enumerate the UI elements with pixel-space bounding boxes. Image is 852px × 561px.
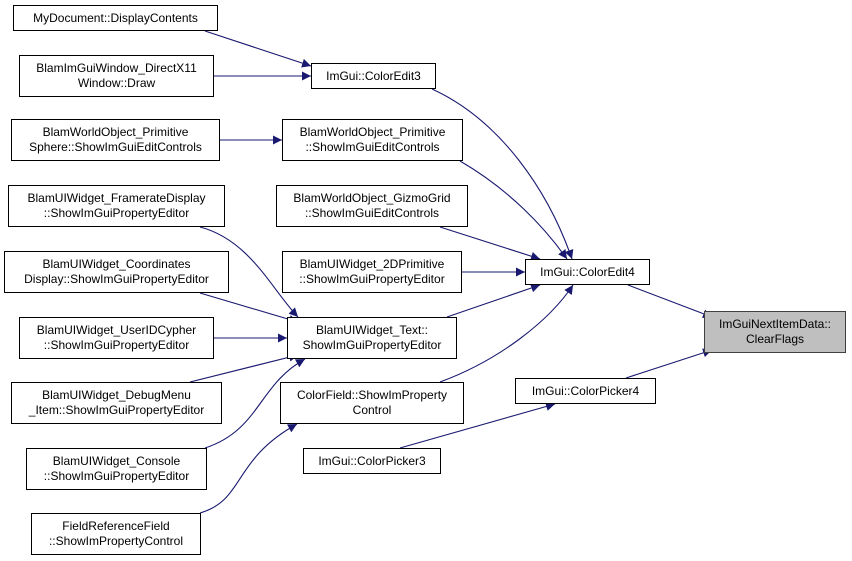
node-primitive-editcontrols[interactable]: BlamWorldObject_Primitive ::ShowImGuiEdi… xyxy=(282,119,463,161)
edge-widgettext-to-coloredit4 xyxy=(446,283,541,318)
node-widget-text[interactable]: BlamUIWidget_Text:: ShowImGuiPropertyEdi… xyxy=(287,317,457,359)
node-widget-console[interactable]: BlamUIWidget_Console ::ShowImGuiProperty… xyxy=(26,448,207,490)
node-mydocument-displaycontents[interactable]: MyDocument::DisplayContents xyxy=(13,5,218,31)
node-label-line: _Item::ShowImGuiPropertyEditor xyxy=(28,403,205,417)
node-label-line: BlamImGuiWindow_DirectX11 xyxy=(36,61,197,75)
node-label-line: BlamWorldObject_Primitive xyxy=(299,125,446,139)
node-label-line: BlamUIWidget_DebugMenu xyxy=(42,388,191,402)
node-gizmogrid-editcontrols[interactable]: BlamWorldObject_GizmoGrid ::ShowImGuiEdi… xyxy=(276,185,468,227)
edge-console-to-widgettext xyxy=(204,358,306,449)
node-colorfield-showimpropertycontrol[interactable]: ColorField::ShowImProperty Control xyxy=(280,382,464,424)
node-imgui-coloredit3[interactable]: ImGui::ColorEdit3 xyxy=(311,63,436,89)
node-label-line: ShowImGuiPropertyEditor xyxy=(302,338,442,352)
node-label-line: Window::Draw xyxy=(77,76,156,90)
node-label-line: ImGuiNextItemData:: xyxy=(718,317,832,331)
node-widget-frameratedisplay[interactable]: BlamUIWidget_FramerateDisplay ::ShowImGu… xyxy=(8,185,225,227)
node-label-line: ImGui::ColorPicker4 xyxy=(531,383,640,398)
node-label-line: BlamUIWidget_Text:: xyxy=(315,323,429,337)
node-widget-2dprimitive[interactable]: BlamUIWidget_2DPrimitive ::ShowImGuiProp… xyxy=(282,251,462,293)
node-imgui-colorpicker4[interactable]: ImGui::ColorPicker4 xyxy=(515,378,656,404)
node-label-line: BlamUIWidget_FramerateDisplay xyxy=(27,191,206,205)
node-fieldreferencefield[interactable]: FieldReferenceField ::ShowImPropertyCont… xyxy=(31,513,201,555)
edge-gizmogrid-to-coloredit4 xyxy=(439,226,541,261)
edge-debugmenuitem-to-widgettext xyxy=(189,352,299,383)
node-label-line: Display::ShowImGuiPropertyEditor xyxy=(24,272,209,286)
node-label-line: ColorField::ShowImProperty xyxy=(296,388,448,402)
node-label-line: BlamUIWidget_Console xyxy=(52,454,181,468)
node-label-line: ::ShowImGuiEditControls xyxy=(305,140,440,154)
node-label-line: ::ShowImGuiPropertyEditor xyxy=(43,206,190,220)
node-label-line: ::ShowImGuiPropertyEditor xyxy=(43,469,190,483)
edge-coordinatesdisplay-to-widgettext xyxy=(199,292,299,324)
edge-colorfield-to-coloredit4 xyxy=(439,284,574,383)
node-label-line: ImGui::ColorPicker3 xyxy=(318,453,426,468)
node-label-line: FieldReferenceField xyxy=(62,519,170,533)
node-label-line: BlamWorldObject_GizmoGrid xyxy=(293,191,451,205)
edge-colorpicker4-to-clearflags xyxy=(625,348,713,379)
node-primitive-sphere-editcontrols[interactable]: BlamWorldObject_Primitive Sphere::ShowIm… xyxy=(11,119,220,161)
node-label-line: ::ShowImPropertyControl xyxy=(48,534,184,548)
edge-frameratedisplay-to-widgettext xyxy=(199,226,299,318)
node-label-line: BlamUIWidget_Coordinates xyxy=(42,257,191,271)
node-label-line: Sphere::ShowImGuiEditControls xyxy=(29,140,202,154)
node-imgui-colorpicker3[interactable]: ImGui::ColorPicker3 xyxy=(303,448,441,474)
node-label-line: ::ShowImGuiPropertyEditor xyxy=(299,272,445,286)
node-label-line: ClearFlags xyxy=(745,332,805,346)
node-label-line: ::ShowImGuiEditControls xyxy=(304,206,440,220)
edge-coloredit4-to-clearflags xyxy=(627,284,713,319)
edge-colorpicker3-to-colorpicker4 xyxy=(399,402,556,449)
edge-displaycontents-to-coloredit3 xyxy=(204,30,312,68)
edge-coloredit3-to-coloredit4 xyxy=(431,88,574,260)
node-imgui-coloredit4[interactable]: ImGui::ColorEdit4 xyxy=(525,259,650,285)
node-label-line: MyDocument::DisplayContents xyxy=(33,10,198,25)
node-label-line: ImGui::ColorEdit3 xyxy=(326,68,421,83)
node-label-line: ::ShowImGuiPropertyEditor xyxy=(43,338,190,352)
node-label-line: BlamUIWidget_UserIDCypher xyxy=(36,323,197,337)
node-label-line: ImGui::ColorEdit4 xyxy=(540,264,635,279)
node-widget-useridcypher[interactable]: BlamUIWidget_UserIDCypher ::ShowImGuiPro… xyxy=(19,317,214,359)
node-widget-coordinatesdisplay[interactable]: BlamUIWidget_Coordinates Display::ShowIm… xyxy=(4,251,229,293)
node-label-line: Control xyxy=(352,403,392,417)
node-blamimguiwindow-directx11-draw[interactable]: BlamImGuiWindow_DirectX11 Window::Draw xyxy=(19,55,214,97)
edge-primitiveedit-to-coloredit4 xyxy=(459,160,568,260)
node-label-line: BlamWorldObject_Primitive xyxy=(42,125,189,139)
node-label-line: BlamUIWidget_2DPrimitive xyxy=(299,257,445,271)
node-widget-debugmenu-item[interactable]: BlamUIWidget_DebugMenu _Item::ShowImGuiP… xyxy=(11,382,222,424)
node-imguinextitemdata-clearflags: ImGuiNextItemData:: ClearFlags xyxy=(704,311,846,353)
edge-fieldreference-to-colorfield xyxy=(199,423,298,514)
